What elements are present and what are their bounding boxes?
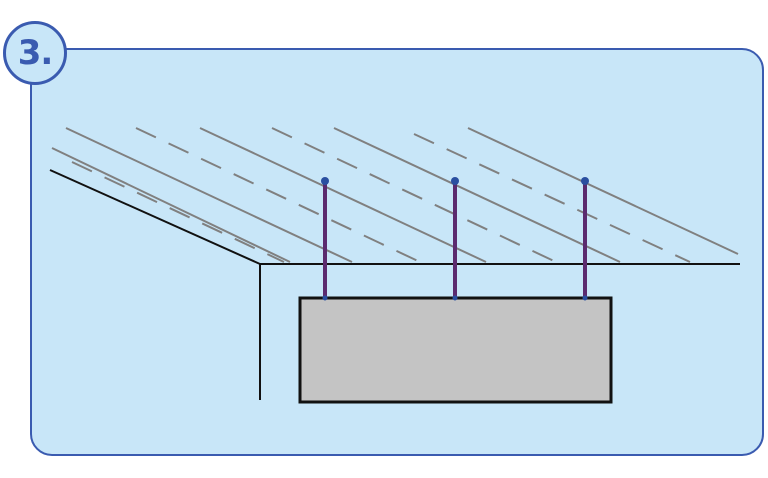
- joist-solid-2: [199, 127, 487, 263]
- joist-solid-5: [51, 147, 291, 263]
- joist-solid-3: [333, 127, 621, 263]
- joist-solid-4: [467, 127, 739, 255]
- joists-dashed: [71, 127, 691, 263]
- top-anchor-1: [321, 177, 329, 185]
- ceiling-outline: [49, 169, 740, 400]
- joist-dashed-1: [135, 127, 421, 263]
- step-number-label: 3.: [17, 33, 54, 73]
- joist-solid-1: [65, 127, 353, 263]
- joist-dashed-3: [413, 133, 691, 263]
- joist-dashed-4: [71, 161, 285, 263]
- top-anchor-2: [451, 177, 459, 185]
- suspended-box: [298, 296, 613, 404]
- joists-solid: [51, 127, 739, 263]
- bottom-anchor-1: [322, 295, 328, 301]
- top-anchor-3: [581, 177, 589, 185]
- anchor-points: [321, 177, 589, 301]
- joist-dashed-2: [271, 127, 557, 263]
- bottom-anchor-2: [452, 295, 458, 301]
- ceiling-slope-line: [49, 169, 261, 265]
- step-number-badge: 3.: [3, 21, 67, 85]
- hanger-rods: [323, 181, 587, 298]
- bottom-anchor-3: [582, 295, 588, 301]
